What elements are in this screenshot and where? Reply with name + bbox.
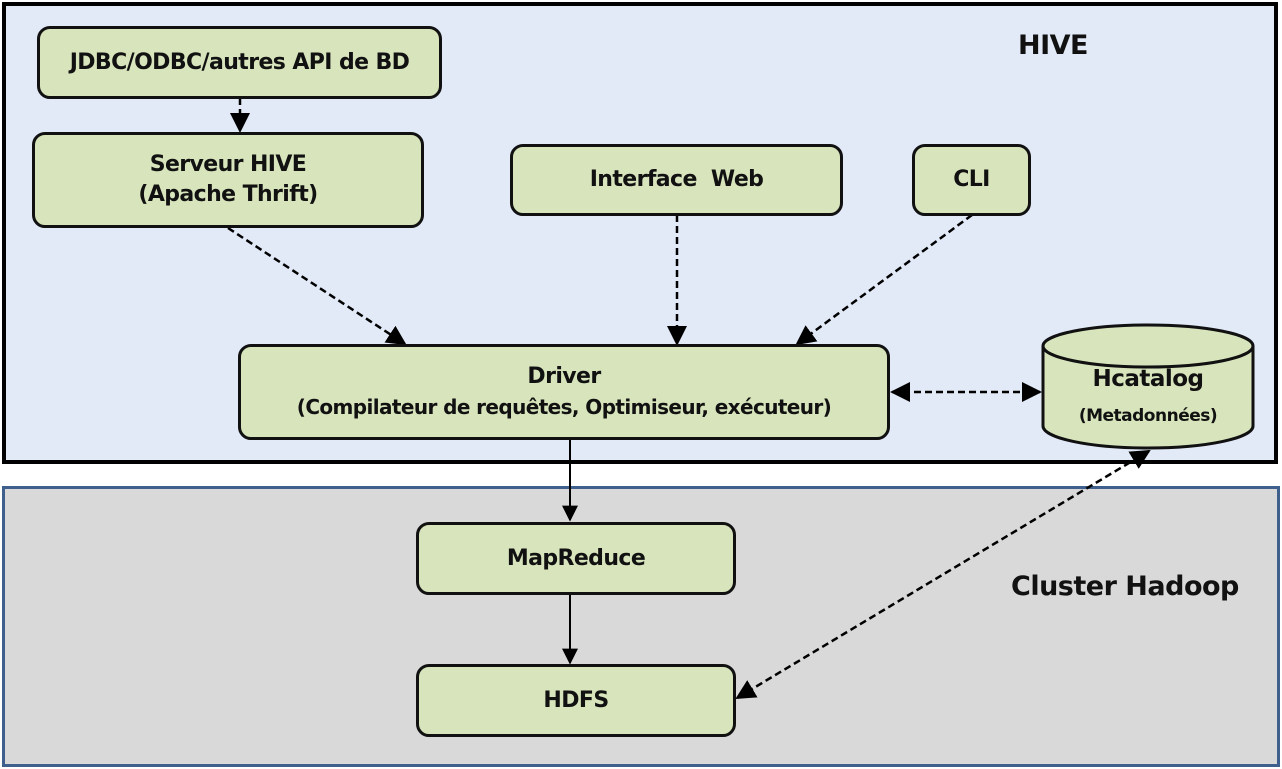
hdfs-node: HDFS	[416, 664, 736, 737]
hcatalog-subtitle: (Metadonnées)	[1078, 406, 1218, 426]
driver-node: Driver (Compilateur de requêtes, Optimis…	[238, 344, 890, 440]
hdfs-label: HDFS	[543, 687, 609, 713]
cli-label: CLI	[953, 167, 990, 192]
hive-server-node: Serveur HIVE (Apache Thrift)	[32, 132, 424, 228]
hcatalog-database-node: Hcatalog (Metadonnées)	[1040, 322, 1256, 450]
mapreduce-node: MapReduce	[416, 522, 736, 595]
web-interface-node: Interface Web	[510, 144, 843, 216]
hive-region-label: HIVE	[1018, 30, 1088, 61]
hive-server-title: Serveur HIVE	[149, 152, 307, 177]
database-cylinder-icon	[1041, 323, 1255, 450]
hcatalog-title: Hcatalog	[1092, 366, 1204, 392]
edge-hcatalog-hdfs	[735, 449, 1151, 700]
edge-server-driver	[227, 226, 407, 346]
web-interface-label: Interface Web	[589, 167, 764, 192]
hive-server-subtitle: (Apache Thrift)	[138, 182, 318, 207]
jdbc-odbc-node: JDBC/ODBC/autres API de BD	[37, 26, 442, 99]
mapreduce-label: MapReduce	[506, 545, 646, 571]
edge-cli-driver	[795, 213, 973, 346]
driver-title: Driver	[527, 364, 601, 389]
driver-subtitle: (Compilateur de requêtes, Optimiseur, ex…	[296, 395, 832, 419]
cli-node: CLI	[912, 144, 1031, 216]
jdbc-odbc-label: JDBC/ODBC/autres API de BD	[69, 49, 410, 75]
